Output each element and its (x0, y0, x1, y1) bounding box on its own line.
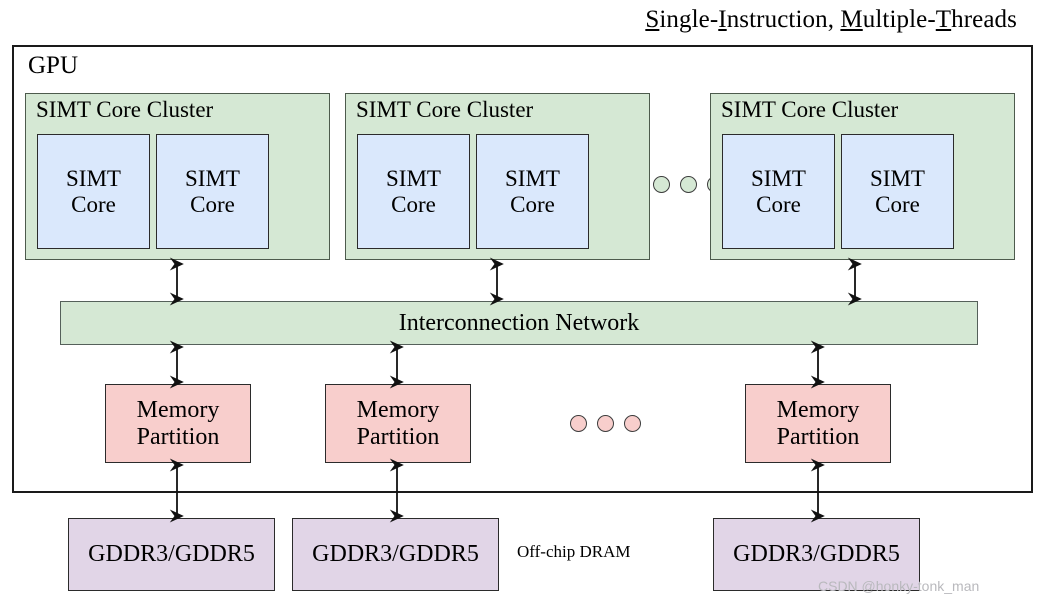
memory-partition-ellipsis-icon (570, 415, 641, 432)
title-initial: I (718, 6, 727, 33)
title-text: ultiple- (862, 6, 936, 33)
core-label-line1: SIMT (386, 165, 441, 191)
simt-core-1-1: SIMT Core (476, 134, 589, 249)
title-initial: M (840, 6, 863, 33)
mem-label-line1: Memory (356, 397, 440, 424)
off-chip-dram-caption: Off-chip DRAM (517, 542, 631, 561)
mem-label-line2: Partition (136, 423, 220, 450)
cluster-title: SIMT Core Cluster (721, 97, 899, 122)
core-label-line2: Core (391, 191, 436, 217)
core-label-line1: SIMT (66, 165, 121, 191)
simt-core-2-1: SIMT Core (841, 134, 954, 249)
simt-core-cluster-1: SIMT Core Cluster SIMT Core SIMT Core (345, 93, 650, 260)
interconnection-network-box: Interconnection Network (60, 301, 978, 345)
dram-module-label: GDDR3/GDDR5 (88, 541, 255, 567)
cluster-title: SIMT Core Cluster (36, 97, 214, 122)
ellipsis-dot (653, 176, 670, 193)
simt-core-cluster-0: SIMT Core Cluster SIMT Core SIMT Core (25, 93, 330, 260)
dram-module-1: GDDR3/GDDR5 (292, 518, 499, 591)
cluster-title: SIMT Core Cluster (356, 97, 534, 122)
core-label-line2: Core (510, 191, 555, 217)
core-label-line1: SIMT (505, 165, 560, 191)
dram-module-0: GDDR3/GDDR5 (68, 518, 275, 591)
simt-core-1-0: SIMT Core (357, 134, 470, 249)
simt-core-cluster-2: SIMT Core Cluster SIMT Core SIMT Core (710, 93, 1015, 260)
interconnect-label: Interconnection Network (398, 309, 640, 336)
memory-partition-2: Memory Partition (745, 384, 891, 463)
title-initial: S (645, 6, 660, 33)
core-label-line2: Core (190, 191, 235, 217)
core-label-line2: Core (875, 191, 920, 217)
watermark-text: CSDN @honky-tonk_man (818, 578, 980, 594)
simt-core-2-0: SIMT Core (722, 134, 835, 249)
ellipsis-dot (597, 415, 614, 432)
core-label-line1: SIMT (751, 165, 806, 191)
ellipsis-dot (624, 415, 641, 432)
dram-module-label: GDDR3/GDDR5 (733, 541, 900, 567)
ellipsis-dot (680, 176, 697, 193)
core-label-line2: Core (71, 191, 116, 217)
title-text: ingle- (659, 6, 719, 33)
core-label-line1: SIMT (185, 165, 240, 191)
core-label-line1: SIMT (870, 165, 925, 191)
mem-label-line2: Partition (776, 423, 860, 450)
dram-module-label: GDDR3/GDDR5 (312, 541, 479, 567)
mem-label-line2: Partition (356, 423, 440, 450)
mem-label-line1: Memory (136, 397, 220, 424)
simt-core-0-1: SIMT Core (156, 134, 269, 249)
memory-partition-0: Memory Partition (105, 384, 251, 463)
title-text: nstruction, (726, 6, 841, 33)
gpu-label: GPU (28, 52, 79, 79)
mem-label-line1: Memory (776, 397, 860, 424)
title-initial: T (935, 6, 952, 33)
memory-partition-1: Memory Partition (325, 384, 471, 463)
core-label-line2: Core (756, 191, 801, 217)
ellipsis-dot (570, 415, 587, 432)
simt-core-0-0: SIMT Core (37, 134, 150, 249)
title-text: hreads (951, 6, 1017, 33)
diagram-title: Single-Instruction, Multiple-Threads (645, 6, 1017, 34)
